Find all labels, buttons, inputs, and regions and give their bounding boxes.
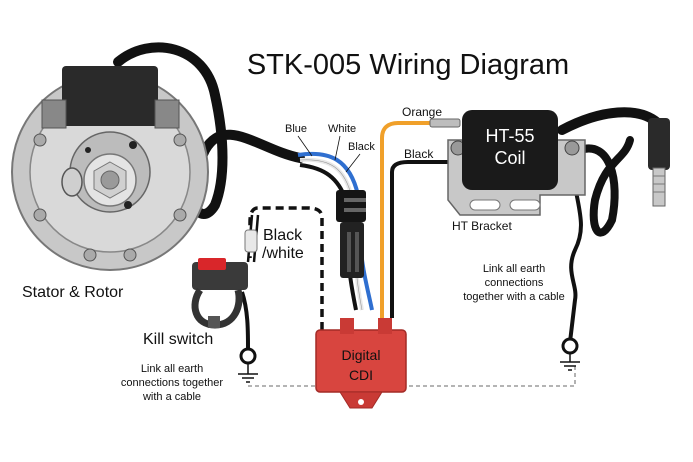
label-black-stator: Black bbox=[348, 141, 375, 153]
cdi-label-line2: CDI bbox=[349, 367, 373, 383]
spark-plug-cap bbox=[648, 118, 670, 207]
note-left-line2: connections together bbox=[121, 377, 223, 389]
bullet-connector bbox=[244, 229, 258, 253]
coil-harness-loop bbox=[576, 136, 634, 237]
ht-lead-wire bbox=[557, 107, 665, 135]
earth-symbol-right bbox=[560, 337, 580, 371]
cdi-label-line1: Digital bbox=[342, 347, 381, 363]
earth-link-dashed-cable bbox=[248, 366, 576, 387]
kill-switch-label: Kill switch bbox=[143, 331, 213, 348]
label-black-white-2: /white bbox=[262, 245, 304, 262]
digital-cdi bbox=[315, 318, 407, 409]
note-left-line3: with a cable bbox=[142, 391, 201, 403]
label-white: White bbox=[328, 123, 356, 135]
stator-rotor bbox=[11, 66, 209, 271]
black-white-dashed-wire bbox=[248, 206, 324, 330]
label-blue: Blue bbox=[285, 123, 307, 135]
note-left-line1: Link all earth bbox=[141, 363, 203, 375]
kill-switch bbox=[191, 258, 248, 329]
black-coil-wire bbox=[390, 160, 452, 318]
note-right-line3: together with a cable bbox=[463, 291, 565, 303]
orange-terminal bbox=[429, 118, 461, 128]
note-right-line2: connections bbox=[485, 277, 544, 289]
stator-harness-wire bbox=[113, 42, 305, 219]
coil-label-line1: HT-55 bbox=[485, 126, 534, 146]
label-black-coil: Black bbox=[404, 147, 434, 161]
stator-label: Stator & Rotor bbox=[22, 284, 124, 301]
bracket-label: HT Bracket bbox=[452, 219, 512, 233]
coil-label-line2: Coil bbox=[494, 148, 525, 168]
multi-pin-connector bbox=[336, 190, 366, 278]
label-orange: Orange bbox=[402, 105, 442, 119]
diagram-title: STK-005 Wiring Diagram bbox=[247, 49, 569, 81]
label-black-white-1: Black bbox=[263, 227, 303, 244]
kill-switch-earth-wire bbox=[240, 291, 250, 349]
note-right-line1: Link all earth bbox=[483, 263, 545, 275]
earth-symbol-left bbox=[238, 347, 258, 383]
orange-wire bbox=[380, 121, 432, 318]
ht-55-coil bbox=[462, 110, 558, 190]
